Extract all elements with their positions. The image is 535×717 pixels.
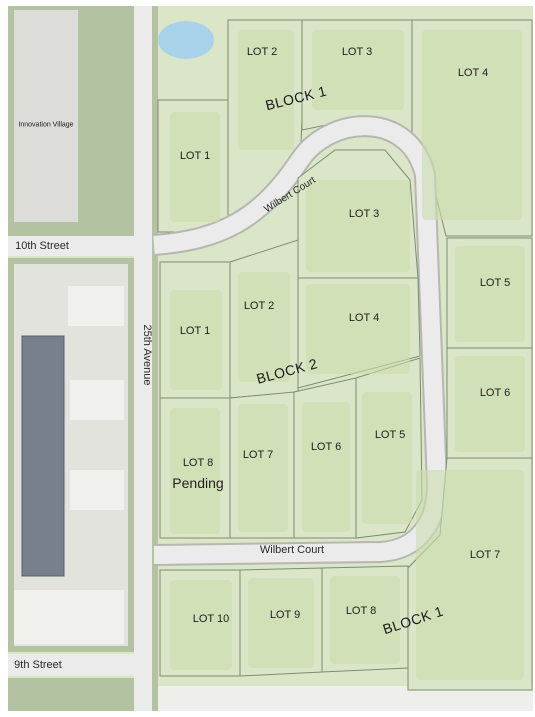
lot-label-north-lot2[interactable]: LOT 2 <box>246 46 278 58</box>
lot-setback-1 <box>238 30 294 150</box>
lot-setback-10 <box>238 404 288 532</box>
lot-label-b2-lot1[interactable]: LOT 1 <box>179 325 211 337</box>
25th-avenue-road <box>134 6 154 711</box>
lot-label-e-lot7[interactable]: LOT 7 <box>469 549 501 561</box>
lot-label-b2-lot8[interactable]: LOT 8 <box>182 457 214 469</box>
lot-setback-5 <box>306 284 410 374</box>
lot-label-b2-lot4[interactable]: LOT 4 <box>348 312 380 324</box>
parking-pad-4 <box>14 590 124 644</box>
parking-pad-1 <box>68 286 124 326</box>
lot-setback-11 <box>170 408 220 534</box>
lot-label-b2-lot2[interactable]: LOT 2 <box>243 300 275 312</box>
lot-setback-9 <box>302 402 350 532</box>
lot-setback-2 <box>312 30 404 110</box>
street-label-9th-street: 9th Street <box>14 659 62 671</box>
lot-label-s-lot9[interactable]: LOT 9 <box>269 609 301 621</box>
lot-setback-15 <box>170 580 232 670</box>
lot-label-north-lot4[interactable]: LOT 4 <box>457 67 489 79</box>
lot-label-north-lot1[interactable]: LOT 1 <box>179 150 211 162</box>
street-label-10th-street: 10th Street <box>15 240 69 252</box>
lot-setback-0 <box>170 112 220 222</box>
innovation-village-lot <box>14 10 78 222</box>
apartment-building <box>21 335 65 577</box>
lot-setback-6 <box>238 272 290 382</box>
lot-setback-8 <box>362 392 412 524</box>
lot-setback-7 <box>170 290 222 390</box>
lot-label-b2-lot3[interactable]: LOT 3 <box>348 208 380 220</box>
avenue-median-east <box>152 6 158 711</box>
lot-label-s-lot10[interactable]: LOT 10 <box>192 613 230 625</box>
lot-label-b2-lot7[interactable]: LOT 7 <box>242 449 274 461</box>
parking-pad-3 <box>70 470 124 510</box>
lot-setback-16 <box>248 578 314 668</box>
lot-label-s-lot8[interactable]: LOT 8 <box>345 605 377 617</box>
lot-label-north-lot3[interactable]: LOT 3 <box>341 46 373 58</box>
lot-setback-12 <box>455 246 525 342</box>
lot8-pending-status: Pending <box>172 475 224 491</box>
lot-setback-14 <box>416 470 524 680</box>
innovation-village-label: Innovation Village <box>18 121 74 129</box>
lot-setback-3 <box>422 30 522 220</box>
9th-street-road <box>8 654 153 676</box>
lot-setback-13 <box>455 356 525 452</box>
street-label-25th-avenue: 25th Avenue <box>141 324 153 386</box>
greenbelt-strip <box>86 6 134 238</box>
parking-pad-2 <box>70 380 124 420</box>
street-label-wilbert-court-lower: Wilbert Court <box>259 544 325 556</box>
pond-north <box>158 21 214 59</box>
lot-setback-17 <box>330 576 400 664</box>
lot-setback-4 <box>306 180 410 272</box>
lot-label-e-lot6[interactable]: LOT 6 <box>479 387 511 399</box>
southwest-grass <box>8 678 134 711</box>
lot-label-e-lot5[interactable]: LOT 5 <box>479 277 511 289</box>
lot-label-b2-lot5[interactable]: LOT 5 <box>374 429 406 441</box>
10th-street-road <box>8 236 153 256</box>
lot-label-b2-lot6[interactable]: LOT 6 <box>310 441 342 453</box>
